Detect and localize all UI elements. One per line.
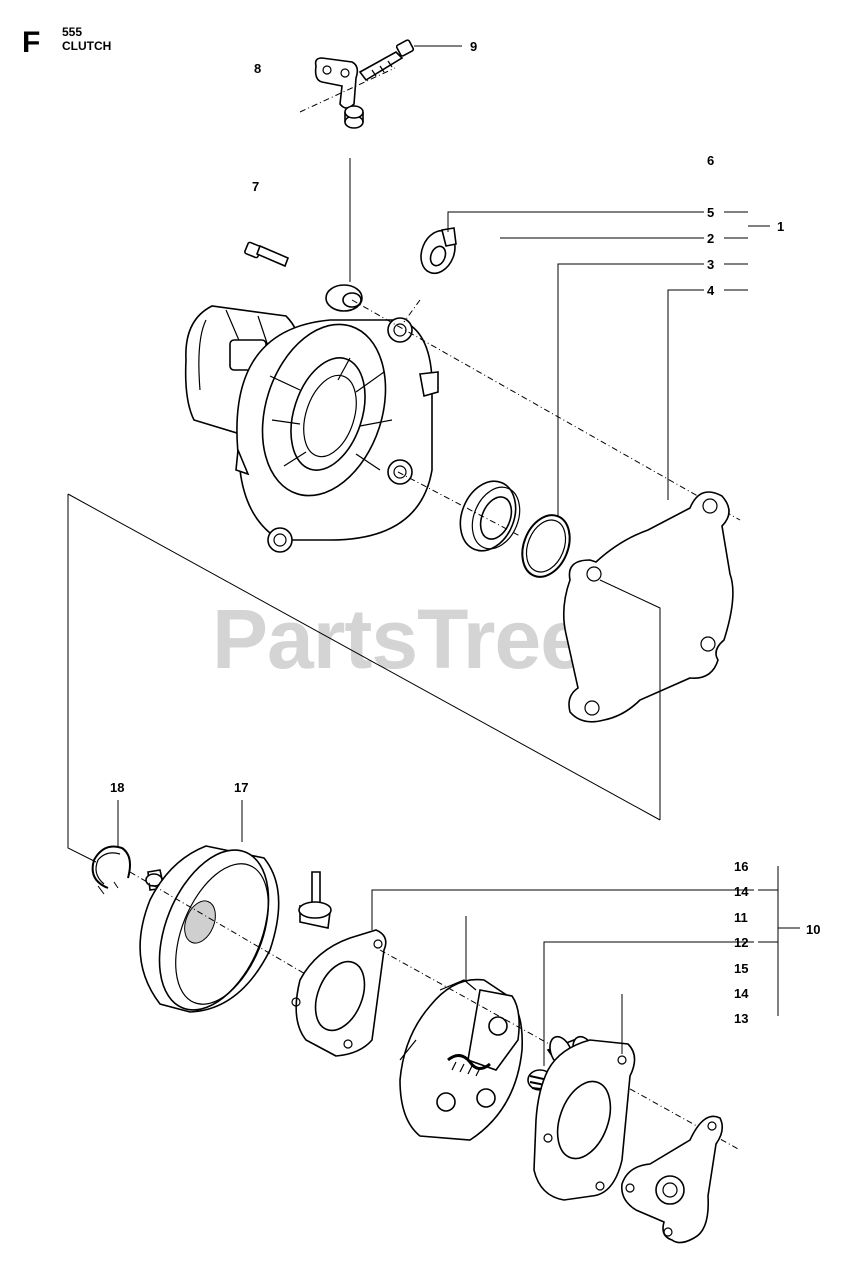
callout-3[interactable]: 3 (707, 257, 714, 272)
callout-13[interactable]: 13 (734, 1011, 748, 1026)
callout-14-upper[interactable]: 14 (734, 884, 749, 899)
callout-10[interactable]: 10 (806, 922, 820, 937)
clutch-drum-part-17[interactable] (138, 834, 290, 1026)
callout-17[interactable]: 17 (234, 780, 248, 795)
callout-14-lower[interactable]: 14 (734, 986, 749, 1001)
plate-part-13[interactable] (533, 1039, 636, 1201)
washer-part-7[interactable] (325, 284, 363, 312)
callout-2[interactable]: 2 (707, 231, 714, 246)
callout-1[interactable]: 1 (777, 219, 784, 234)
clutch-hub[interactable] (620, 1115, 724, 1244)
retaining-ring-part-3[interactable] (514, 508, 579, 584)
seal-ring[interactable] (450, 473, 528, 559)
section-letter: F (22, 26, 40, 59)
callout-11[interactable]: 11 (734, 910, 748, 925)
callout-15[interactable]: 15 (734, 961, 748, 976)
washer-part-5[interactable] (415, 226, 461, 279)
bolt-part-14[interactable] (298, 871, 332, 929)
clutch-plate-washer[interactable] (291, 929, 387, 1057)
callout-8[interactable]: 8 (254, 61, 261, 76)
clutch-housing[interactable] (184, 305, 439, 553)
callout-7[interactable]: 7 (252, 179, 259, 194)
callout-6[interactable]: 6 (707, 153, 714, 168)
callout-4[interactable]: 4 (707, 283, 715, 298)
circlip-part-18[interactable] (91, 845, 131, 895)
clutch-shoe-assembly[interactable] (399, 978, 524, 1141)
diagram-title: CLUTCH (62, 39, 111, 53)
callout-5[interactable]: 5 (707, 205, 714, 220)
gasket-part-4[interactable] (562, 491, 734, 723)
callout-12[interactable]: 12 (734, 935, 748, 950)
bolt-part-7[interactable] (244, 241, 290, 268)
bolt-part-9[interactable] (358, 39, 415, 82)
model-number: 555 (62, 25, 82, 39)
callout-9[interactable]: 9 (470, 39, 477, 54)
callout-16[interactable]: 16 (734, 859, 748, 874)
bracket-part-8[interactable] (314, 57, 364, 129)
watermark-text: PartsTree (212, 592, 586, 686)
callout-18[interactable]: 18 (110, 780, 124, 795)
